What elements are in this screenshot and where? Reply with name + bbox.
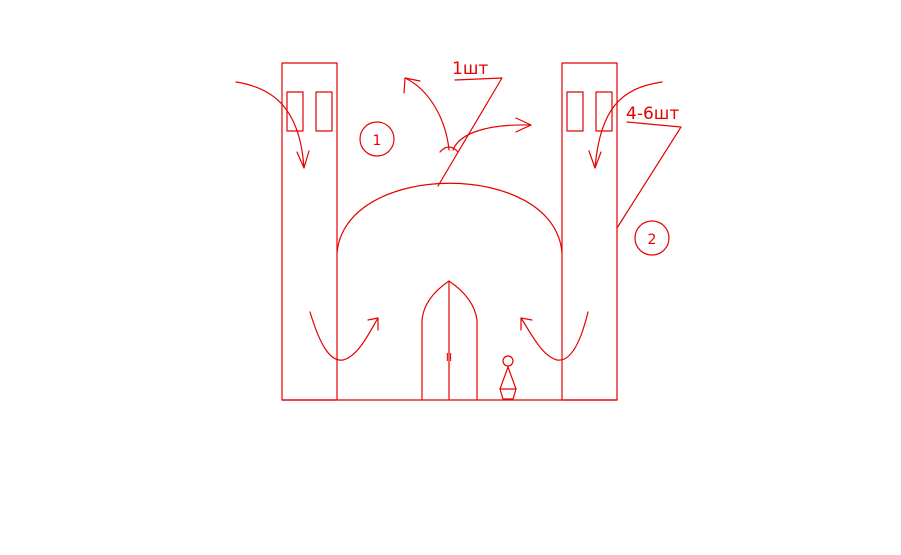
airflow-arrow-dome-right — [452, 117, 532, 151]
person-body — [499, 366, 517, 390]
marker-one: 1 — [359, 121, 395, 157]
airflow-arrow-interior-left — [309, 311, 379, 361]
airflow-arrow-left-tower — [235, 81, 310, 169]
entrance-door: II — [421, 280, 478, 401]
door-mark: II — [446, 351, 453, 364]
leader-quantity-side: 4-6шт — [616, 104, 682, 229]
leader-quantity-center: 1шт — [437, 59, 503, 187]
left-tower — [281, 62, 338, 401]
marker-two-circle — [634, 220, 670, 256]
right-tower-window-1 — [566, 91, 584, 132]
airflow-arrow-interior-right — [520, 311, 589, 361]
dome-arch — [336, 182, 563, 254]
person-legs — [499, 388, 517, 400]
marker-one-label: 1 — [373, 133, 382, 149]
left-tower-outline — [281, 62, 338, 401]
marker-two-label: 2 — [648, 232, 657, 248]
left-tower-window-2 — [315, 91, 333, 132]
quantity-center-label: 1шт — [452, 59, 488, 79]
quantity-side-label: 4-6шт — [626, 104, 679, 124]
right-tower-window-2 — [595, 91, 613, 132]
right-tower-outline — [561, 62, 618, 401]
person-figure — [499, 355, 517, 400]
marker-two: 2 — [634, 220, 670, 256]
airflow-arrow-dome-left — [403, 77, 450, 151]
marker-one-circle — [359, 121, 395, 157]
person-head — [502, 355, 514, 367]
right-tower — [561, 62, 618, 401]
airflow-arrow-right-tower — [588, 81, 663, 169]
